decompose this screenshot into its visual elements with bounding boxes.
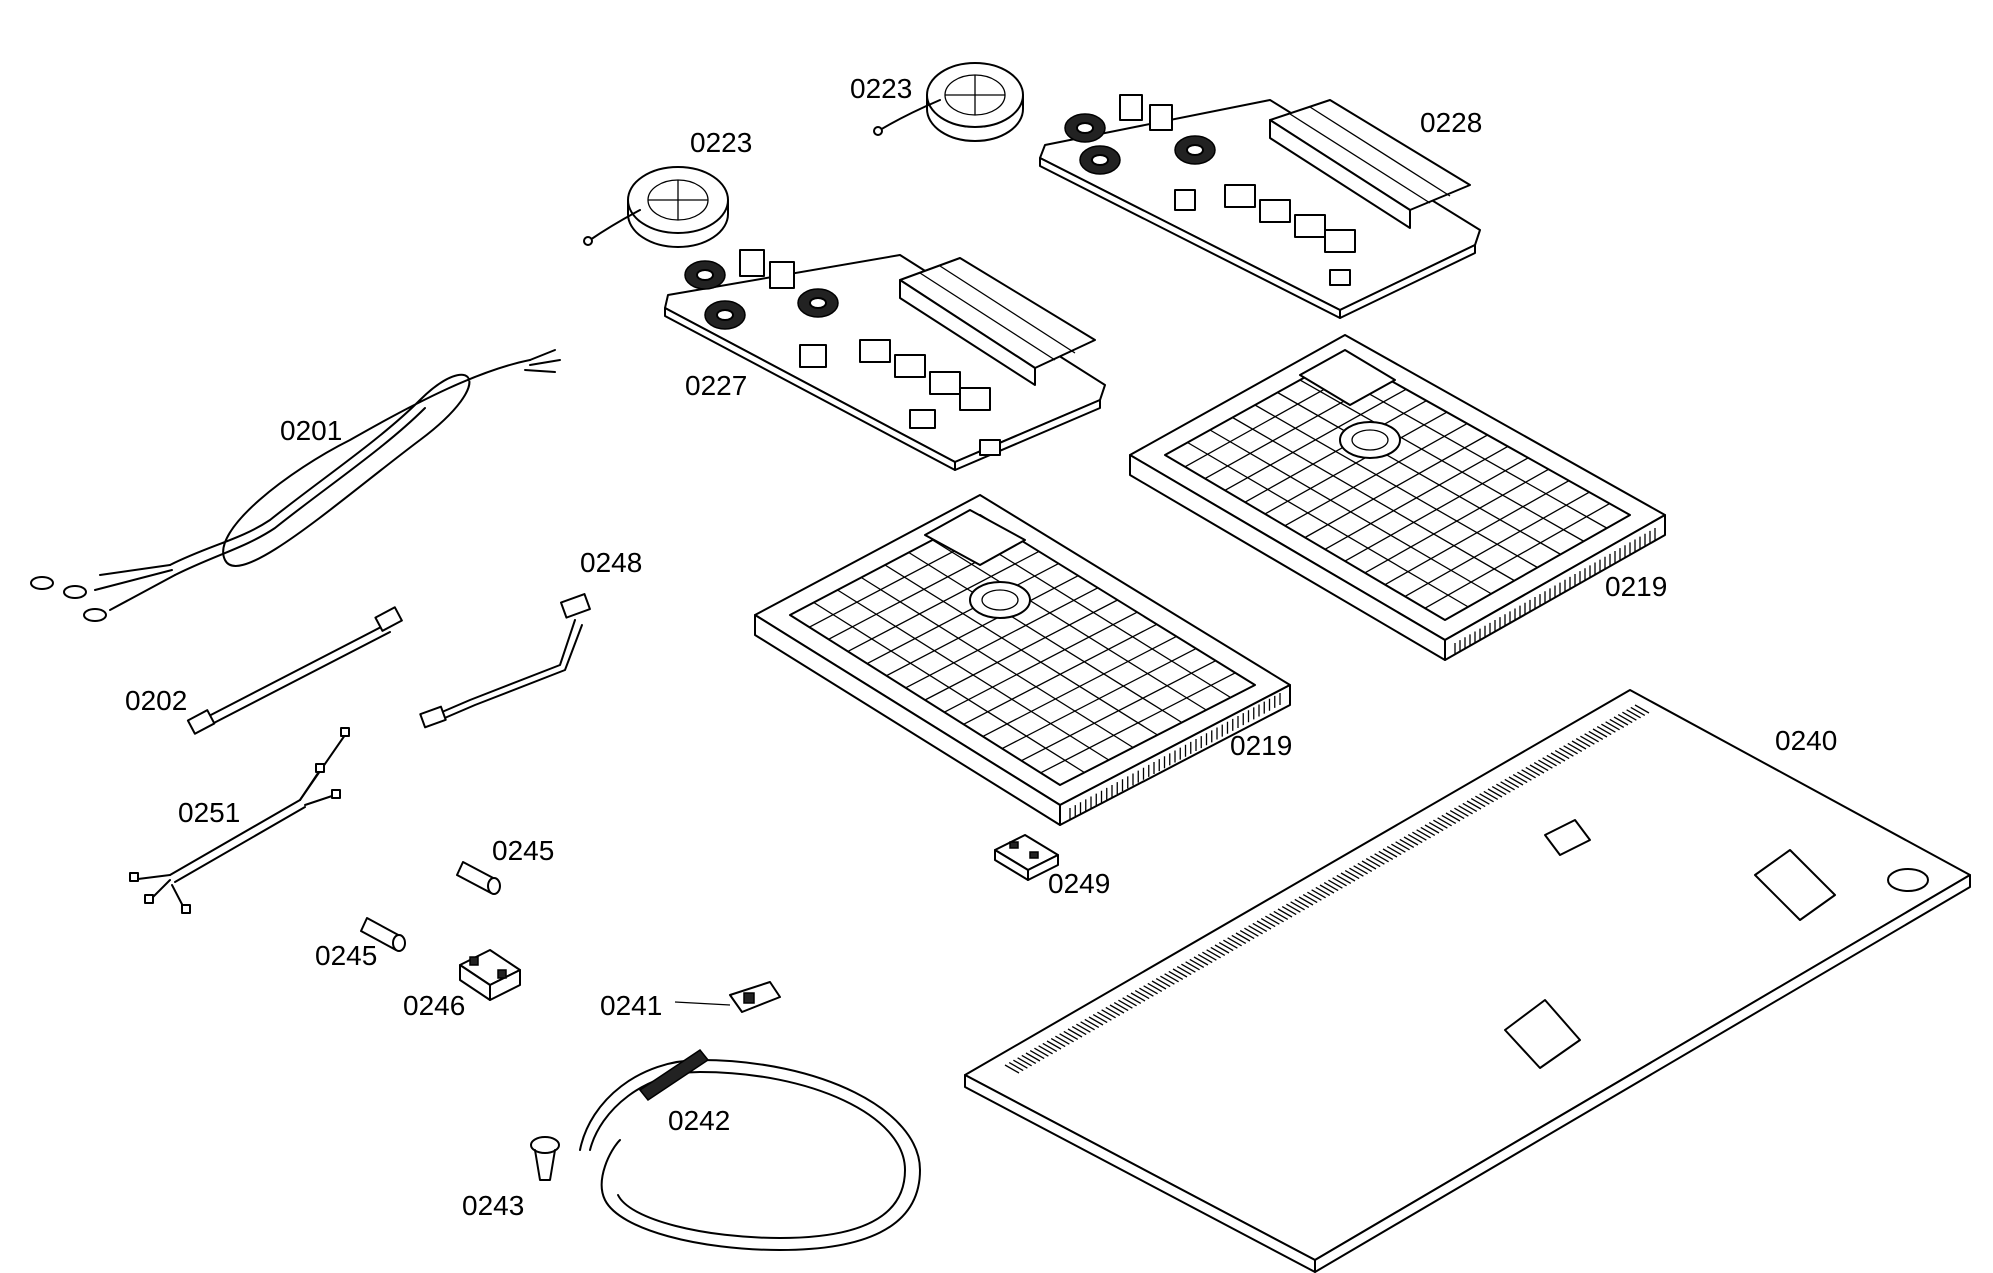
label-0201: 0201 <box>280 415 342 446</box>
label-0249: 0249 <box>1048 868 1110 899</box>
label-0245-upper: 0245 <box>492 835 554 866</box>
fan-0223-upper <box>873 62 1024 142</box>
wire-harness-0248 <box>419 593 591 729</box>
label-0227: 0227 <box>685 370 747 401</box>
connector-0241 <box>674 981 781 1013</box>
clip-0243 <box>530 1136 560 1181</box>
circuit-board-0228 <box>1039 94 1481 319</box>
fuse-0245-upper <box>456 861 501 895</box>
label-0219-left: 0219 <box>1230 730 1292 761</box>
label-0219-right: 0219 <box>1605 571 1667 602</box>
fan-0223-lower <box>583 166 729 248</box>
label-0240: 0240 <box>1775 725 1837 756</box>
label-0241: 0241 <box>600 990 662 1021</box>
label-0223-upper: 0223 <box>850 73 912 104</box>
wire-harness-0251 <box>129 727 350 914</box>
clamp-0249 <box>994 834 1059 881</box>
label-0223-lower: 0223 <box>690 127 752 158</box>
glass-cooktop-0240 <box>964 689 1971 1273</box>
label-0202: 0202 <box>125 685 187 716</box>
fuse-0245-lower <box>360 917 406 952</box>
label-0248: 0248 <box>580 547 642 578</box>
label-0243: 0243 <box>462 1190 524 1221</box>
label-0246: 0246 <box>403 990 465 1021</box>
housing-tray-0219-right <box>1129 334 1666 661</box>
housing-tray-0219-left <box>754 494 1291 826</box>
power-cable-0201 <box>30 349 561 622</box>
label-0251: 0251 <box>178 797 240 828</box>
fuse-holder-0246 <box>459 949 521 1001</box>
label-0242: 0242 <box>668 1105 730 1136</box>
ribbon-cable-0202 <box>186 606 403 735</box>
tube-0242 <box>579 1048 921 1251</box>
circuit-board-0227 <box>664 249 1106 471</box>
label-0245-lower: 0245 <box>315 940 377 971</box>
label-0228: 0228 <box>1420 107 1482 138</box>
